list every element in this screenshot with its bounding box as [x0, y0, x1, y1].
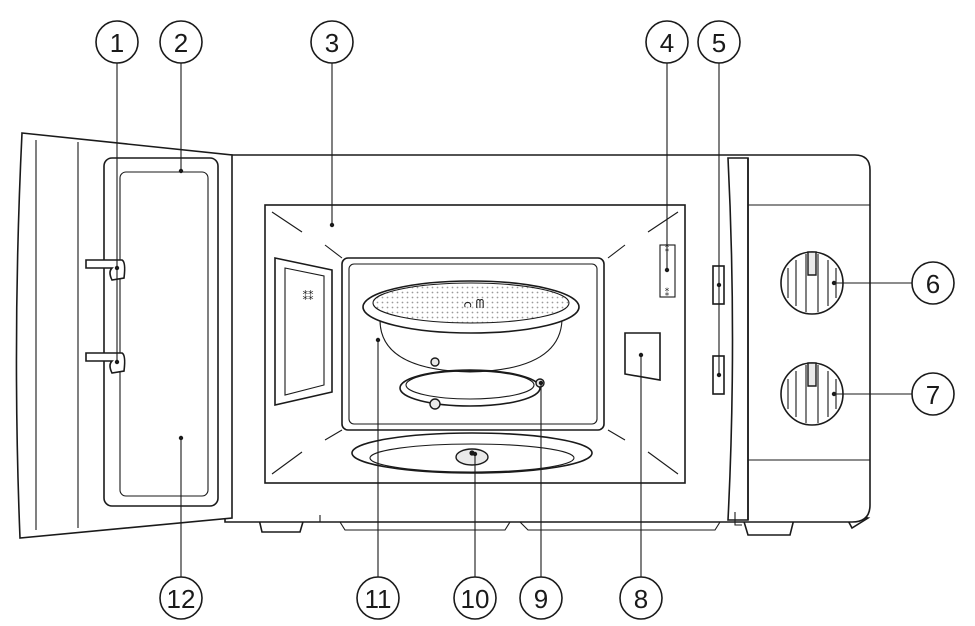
coupler [455, 448, 489, 466]
door [15, 132, 233, 539]
callout-8: 8 [619, 576, 663, 620]
microwave-body: ⁑⁑ ᴒ ᗰ ⁑ ⁑ [224, 154, 871, 536]
callout-3: 3 [310, 20, 354, 64]
door-latch-lower [85, 352, 126, 374]
callout-label: 3 [325, 28, 339, 58]
callout-label: 9 [534, 584, 548, 614]
callout-10: 10 [453, 576, 497, 620]
door-window [119, 171, 209, 497]
callout-11: 11 [356, 576, 400, 620]
roller-ring [399, 369, 541, 407]
leader-lines [114, 63, 912, 577]
callout-7: 7 [911, 372, 955, 416]
control-panel-edge [727, 157, 749, 521]
callout-label: 4 [660, 28, 674, 58]
callout-label: 5 [712, 28, 726, 58]
callout-label: 11 [365, 584, 392, 614]
door-window-frame [103, 157, 219, 507]
callout-label: 12 [167, 584, 196, 614]
callout-label: 6 [926, 269, 940, 299]
door-latch-upper [85, 259, 126, 281]
callout-5: 5 [697, 20, 741, 64]
callout-2: 2 [159, 20, 203, 64]
callout-9: 9 [519, 576, 563, 620]
callout-1: 1 [95, 20, 139, 64]
callout-label: 7 [926, 380, 940, 410]
callout-label: 10 [461, 584, 490, 614]
callout-4: 4 [645, 20, 689, 64]
callout-12: 12 [159, 576, 203, 620]
callout-label: 1 [110, 28, 124, 58]
left-waveguide [274, 257, 333, 407]
callout-6: 6 [911, 261, 955, 305]
callout-label: 2 [174, 28, 188, 58]
plate-marking: ᴒ ᗰ [464, 297, 485, 311]
svg-text:⁑⁑: ⁑⁑ [303, 290, 315, 303]
callout-label: 8 [634, 584, 648, 614]
svg-text:⁑: ⁑ [665, 287, 670, 299]
